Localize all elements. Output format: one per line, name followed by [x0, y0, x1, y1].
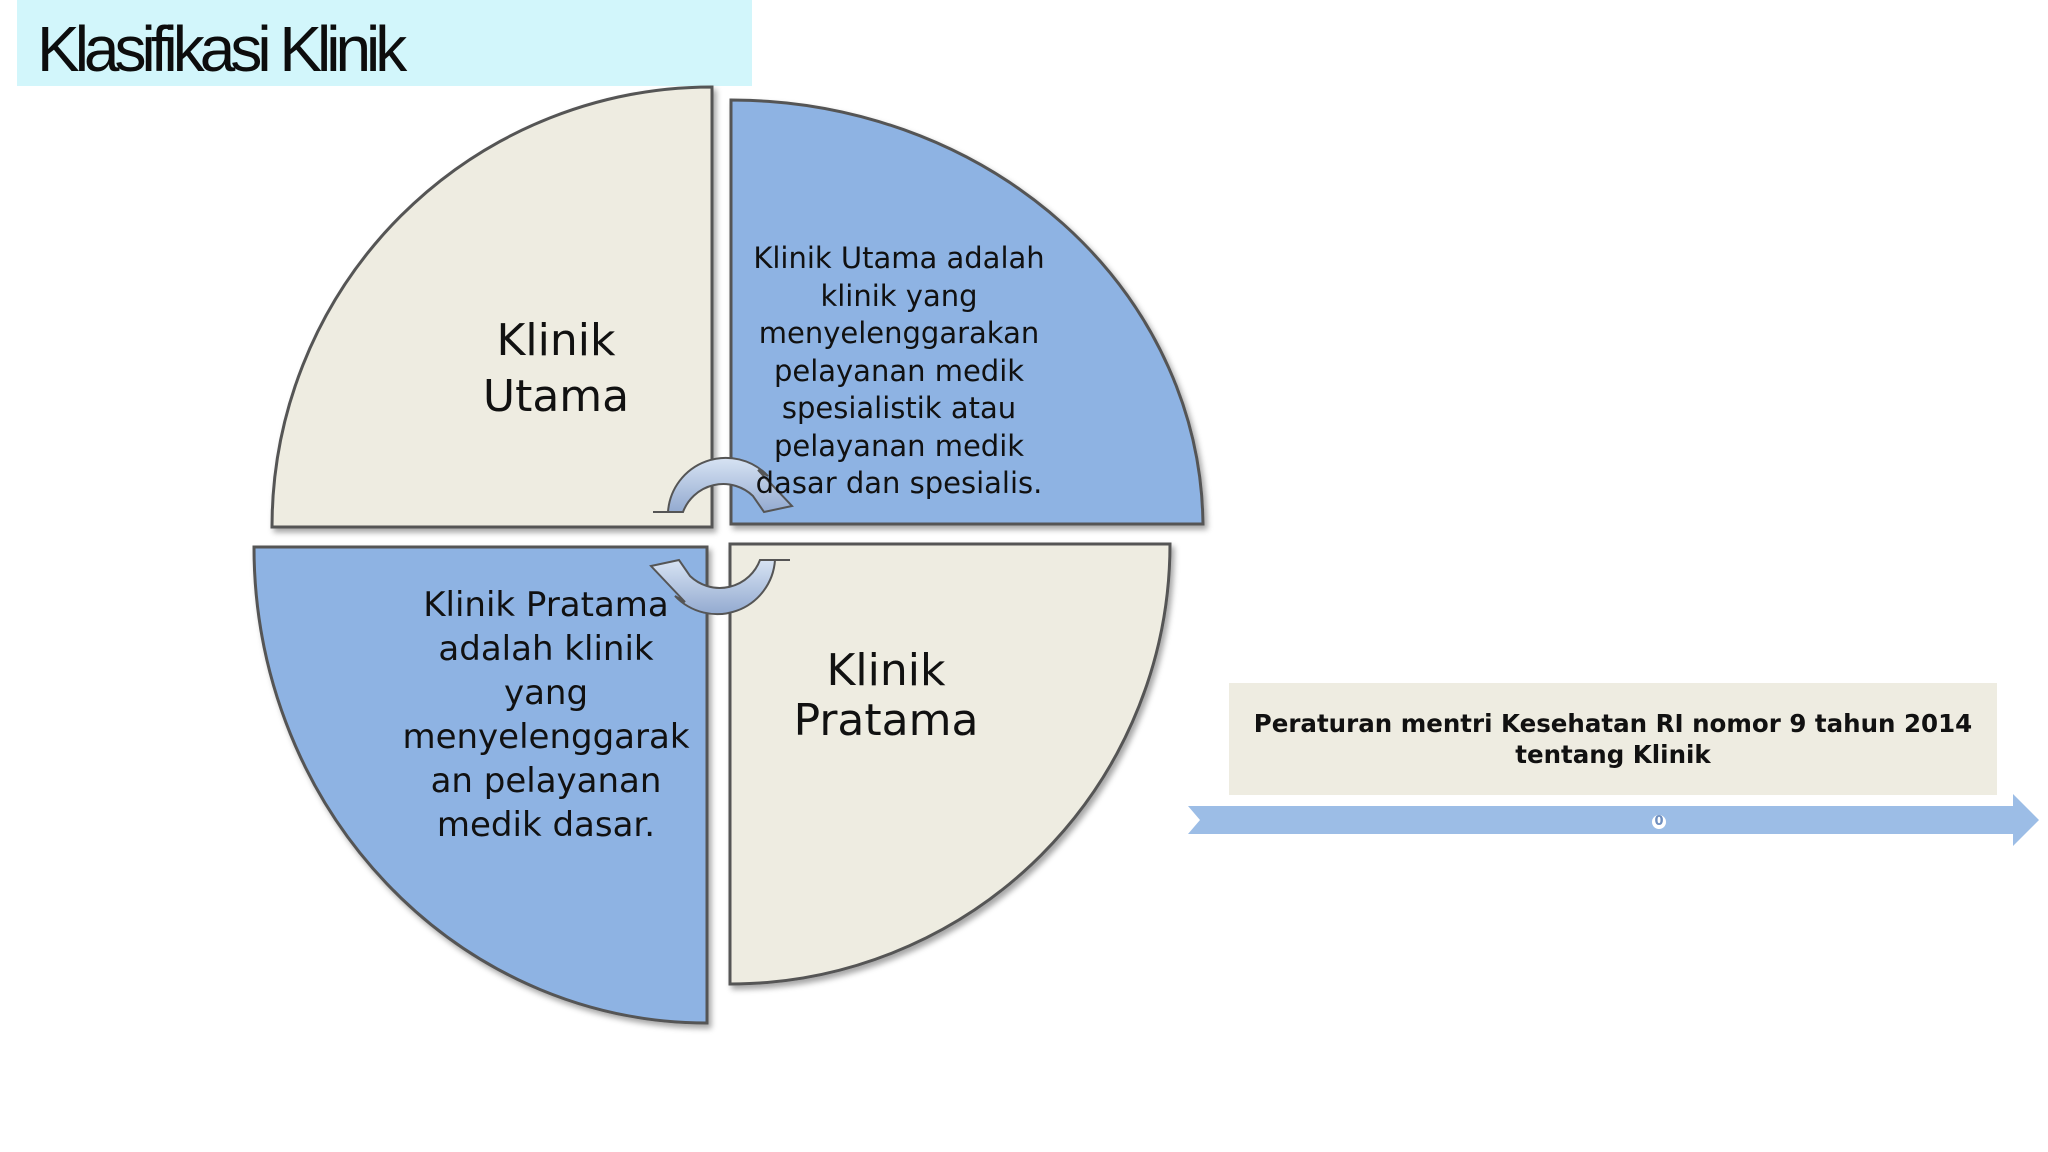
pratama-def-line: adalah klinik [438, 629, 654, 669]
cycle-arrow-upper-icon [653, 456, 794, 514]
quadrant-bottom-right [728, 542, 1172, 986]
quadrant-top-right-text: Klinik Utama adalah klinik yang menyelen… [744, 240, 1054, 503]
pratama-def-line: Klinik Pratama [423, 585, 669, 625]
timeline-marker-icon [1650, 813, 1668, 831]
utama-def-line: pelayanan medik [773, 353, 1025, 388]
regulation-callout: Peraturan mentri Kesehatan RI nomor 9 ta… [1229, 683, 1997, 795]
quadrant-top-right [729, 98, 1205, 526]
page-title: Klasifikasi Klinik [37, 13, 407, 85]
pratama-def-line: medik dasar. [436, 805, 656, 845]
cycle-arrow-lower-icon [649, 558, 790, 616]
utama-def-line: menyelenggarakan [758, 316, 1040, 350]
utama-def-line: spesialistik atau [781, 391, 1017, 425]
klinik-utama-line-1: Klinik [496, 315, 616, 366]
quadrant-bottom-right-label: Klinik Pratama [766, 646, 1006, 746]
pratama-def-line: an pelayanan [430, 761, 662, 801]
quadrant-top-left-label: Klinik Utama [436, 313, 676, 425]
quadrant-top-left [270, 85, 714, 529]
klinik-utama-line-2: Utama [482, 371, 630, 422]
title-bar: Klasifikasi Klinik [17, 0, 752, 86]
pratama-def-line: yang [503, 673, 589, 713]
utama-def-line: dasar dan spesialis. [755, 466, 1043, 500]
utama-def-line: pelayanan medik [773, 428, 1025, 463]
pratama-def-line: menyelenggarak [402, 717, 690, 757]
quadrant-bottom-left-text: Klinik Pratama adalah klinik yang menyel… [396, 583, 696, 847]
utama-def-line: Klinik Utama adalah [753, 241, 1045, 275]
utama-def-line: klinik yang [820, 278, 978, 313]
quadrant-bottom-left [252, 545, 709, 1025]
klinik-pratama-line-2: Pratama [793, 695, 979, 746]
klinik-pratama-line-1: Klinik [826, 645, 946, 696]
regulation-text: Peraturan mentri Kesehatan RI nomor 9 ta… [1253, 709, 1973, 769]
timeline-marker-label: 0 [1654, 814, 1664, 829]
timeline-arrow-icon [1188, 794, 2039, 846]
